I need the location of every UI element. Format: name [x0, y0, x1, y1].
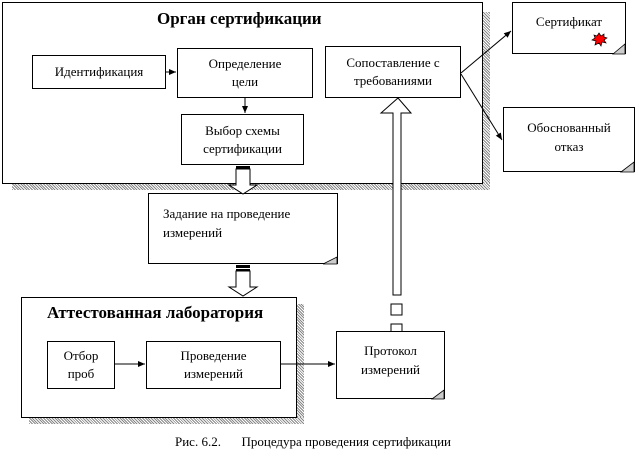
caption-number: Рис. 6.2.: [175, 434, 221, 449]
certification-body-shadow-bottom: [12, 183, 490, 190]
measurement-task-document[interactable]: Задание на проведение измерений: [148, 193, 338, 264]
identification-box[interactable]: Идентификация: [32, 55, 166, 89]
certification-body-shadow-right: [482, 12, 490, 190]
figure-caption: Рис. 6.2. Процедура проведения сертифика…: [175, 434, 451, 450]
goal-definition-line2: цели: [231, 74, 259, 89]
laboratory-title: Аттестованная лаборатория: [47, 303, 264, 322]
sampling-line2: проб: [67, 366, 95, 381]
comparison-box[interactable]: Сопоставление с требованиями: [325, 46, 461, 98]
identification-label: Идентификация: [54, 64, 144, 79]
laboratory-shadow-bottom: [29, 417, 304, 424]
certificate-document[interactable]: Сертификат: [512, 2, 626, 54]
protocol-line2: измерений: [360, 362, 421, 377]
refusal-line1: Обоснованный: [527, 120, 611, 135]
measurement-task-line1: Задание на проведение: [163, 206, 291, 221]
laboratory-shadow-right: [296, 304, 304, 424]
sampling-line1: Отбор: [63, 348, 99, 363]
comparison-line2: требованиями: [353, 73, 433, 88]
measurements-line2: измерений: [183, 366, 244, 381]
hollow-arrow-task-to-laboratory: [227, 265, 259, 297]
measurement-task-line2: измерений: [163, 225, 223, 240]
certification-body-title: Орган сертификации: [157, 9, 322, 28]
certificate-label: Сертификат: [535, 14, 603, 29]
sampling-box[interactable]: Отбор проб: [47, 341, 115, 389]
goal-definition-box[interactable]: Определение цели: [177, 48, 313, 98]
caption-text: Процедура проведения сертификации: [241, 434, 451, 449]
scheme-selection-box[interactable]: Выбор схемы сертификации: [181, 114, 304, 165]
scheme-selection-line1: Выбор схемы: [205, 122, 280, 138]
scheme-selection-line2: сертификации: [203, 140, 282, 156]
refusal-line2: отказ: [554, 139, 584, 154]
comparison-line1: Сопоставление с: [346, 55, 440, 70]
refusal-document[interactable]: Обоснованный отказ: [503, 107, 635, 172]
goal-definition-line1: Определение: [208, 56, 282, 71]
measurements-line1: Проведение: [180, 348, 247, 363]
protocol-document[interactable]: Протокол измерений: [336, 331, 445, 399]
measurements-box[interactable]: Проведение измерений: [146, 341, 281, 389]
protocol-line1: Протокол: [364, 343, 417, 358]
